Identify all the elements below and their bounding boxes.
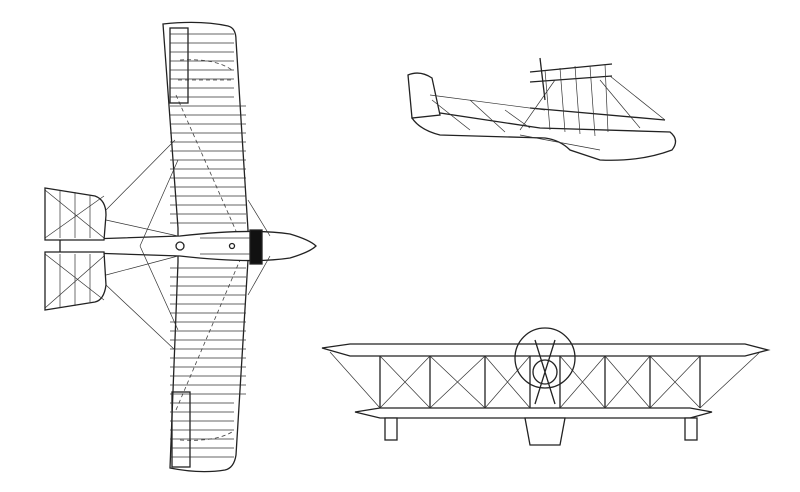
top-view-fuselage — [59, 229, 317, 265]
top-view-tail — [44, 187, 107, 311]
side-view — [407, 57, 677, 161]
front-view — [321, 327, 771, 446]
top-view-bracing — [105, 139, 271, 351]
top-view — [44, 21, 317, 473]
